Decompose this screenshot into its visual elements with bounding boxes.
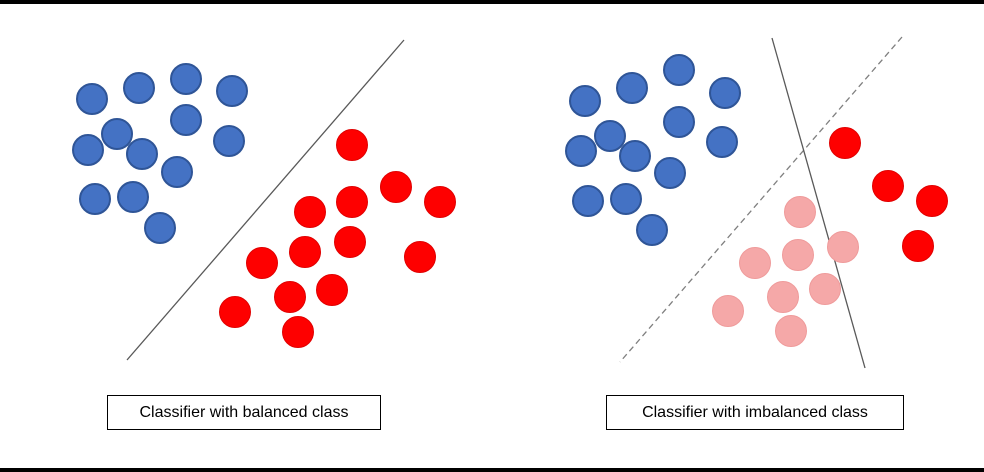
red-data-point xyxy=(294,196,326,228)
blue-data-point xyxy=(79,183,111,215)
blue-data-point xyxy=(706,126,738,158)
red-data-point xyxy=(316,274,348,306)
blue-data-point xyxy=(123,72,155,104)
red-data-point xyxy=(334,226,366,258)
bottom-border-line xyxy=(0,468,984,472)
blue-data-point xyxy=(616,72,648,104)
faded-red-data-point xyxy=(775,315,807,347)
red-data-point xyxy=(219,296,251,328)
faded-red-data-point xyxy=(712,295,744,327)
blue-data-point xyxy=(610,183,642,215)
blue-data-point xyxy=(654,157,686,189)
blue-data-point xyxy=(636,214,668,246)
blue-data-point xyxy=(572,185,604,217)
red-data-point xyxy=(336,129,368,161)
blue-data-point xyxy=(569,85,601,117)
red-data-point xyxy=(902,230,934,262)
red-data-point xyxy=(246,247,278,279)
blue-data-point xyxy=(76,83,108,115)
faded-red-data-point xyxy=(739,247,771,279)
faded-red-data-point xyxy=(809,273,841,305)
blue-data-point xyxy=(126,138,158,170)
blue-data-point xyxy=(619,140,651,172)
red-data-point xyxy=(916,185,948,217)
label-balanced-text: Classifier with balanced class xyxy=(139,403,349,421)
faded-red-data-point xyxy=(827,231,859,263)
red-data-point xyxy=(274,281,306,313)
blue-data-point xyxy=(144,212,176,244)
blue-data-point xyxy=(663,54,695,86)
red-data-point xyxy=(289,236,321,268)
red-data-point xyxy=(872,170,904,202)
blue-data-point xyxy=(117,181,149,213)
red-data-point xyxy=(829,127,861,159)
blue-data-point xyxy=(216,75,248,107)
label-balanced-classifier: Classifier with balanced class xyxy=(107,395,381,430)
blue-data-point xyxy=(663,106,695,138)
faded-red-data-point xyxy=(782,239,814,271)
red-data-point xyxy=(404,241,436,273)
red-data-point xyxy=(380,171,412,203)
faded-red-data-point xyxy=(784,196,816,228)
blue-data-point xyxy=(565,135,597,167)
red-data-point xyxy=(282,316,314,348)
blue-data-point xyxy=(709,77,741,109)
faded-red-data-point xyxy=(767,281,799,313)
label-imbalanced-classifier: Classifier with imbalanced class xyxy=(606,395,904,430)
blue-data-point xyxy=(213,125,245,157)
red-data-point xyxy=(336,186,368,218)
blue-data-point xyxy=(161,156,193,188)
label-imbalanced-text: Classifier with imbalanced class xyxy=(642,403,868,421)
blue-data-point xyxy=(72,134,104,166)
red-data-point xyxy=(424,186,456,218)
blue-data-point xyxy=(170,104,202,136)
top-border-line xyxy=(0,0,984,4)
blue-data-point xyxy=(170,63,202,95)
